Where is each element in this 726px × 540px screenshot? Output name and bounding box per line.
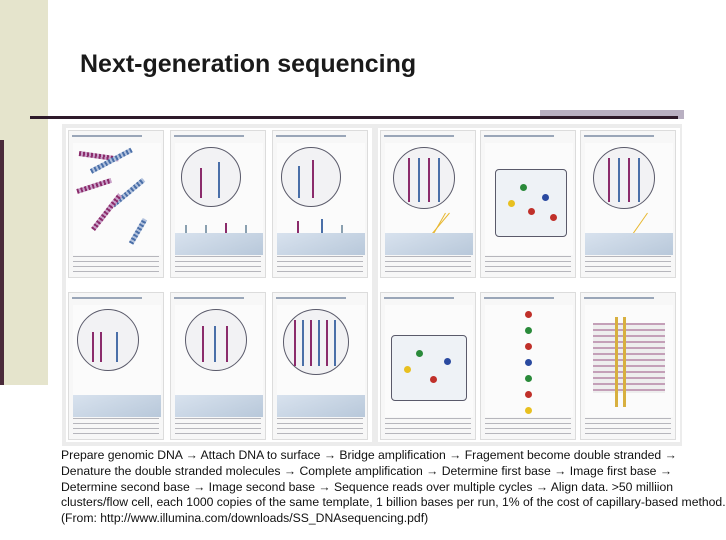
title-rule bbox=[30, 116, 678, 119]
body-line-4: clusters/flow cell, each 1000 copies of … bbox=[61, 495, 726, 510]
figure-left-panels bbox=[66, 128, 372, 442]
panel-sequence-reads-multiple-cycles bbox=[480, 292, 576, 440]
magnified-view bbox=[185, 309, 247, 371]
panel-align-data bbox=[580, 292, 676, 440]
dna-fragment bbox=[128, 218, 148, 245]
flow-cell-surface bbox=[175, 395, 263, 417]
panel-bridge-amplification bbox=[272, 130, 368, 278]
flow-cell-surface bbox=[277, 395, 365, 417]
flow-cell-surface bbox=[585, 233, 673, 255]
body-line-3: Determine second base → Image second bas… bbox=[61, 479, 674, 494]
side-decoration-top bbox=[0, 0, 48, 117]
magnified-view bbox=[181, 147, 241, 207]
flow-cell-surface bbox=[175, 233, 263, 255]
figure-right-panels bbox=[378, 128, 680, 442]
body-line-5: (From: http://www.illumina.com/downloads… bbox=[61, 511, 429, 526]
magnified-view bbox=[393, 147, 455, 209]
magnified-view bbox=[77, 309, 139, 371]
aligned-reads bbox=[593, 323, 665, 393]
dna-fragment bbox=[91, 193, 123, 232]
body-line-1: Prepare genomic DNA → Attach DNA to surf… bbox=[61, 448, 677, 462]
flow-cell-surface bbox=[277, 233, 365, 255]
side-decoration-dark-line bbox=[0, 140, 4, 385]
dna-fragment bbox=[89, 147, 133, 174]
body-line-2: Denature the double stranded molecules →… bbox=[61, 463, 673, 478]
flow-cell-image bbox=[495, 169, 567, 237]
slide-body-text: Prepare genomic DNA → Attach DNA to surf… bbox=[61, 448, 726, 527]
panel-attach-dna-to-surface bbox=[170, 130, 266, 278]
slide-title: Next-generation sequencing bbox=[80, 50, 417, 78]
panel-complete-amplification bbox=[272, 292, 368, 440]
side-decoration-bottom bbox=[0, 117, 48, 385]
panel-determine-second-base bbox=[580, 130, 676, 278]
panel-fragments-double-stranded bbox=[68, 292, 164, 440]
magnified-view bbox=[593, 147, 655, 209]
dna-fragment bbox=[76, 177, 113, 194]
panel-image-second-base bbox=[380, 292, 476, 440]
flow-cell-image bbox=[391, 335, 467, 401]
panel-prepare-genomic-dna bbox=[68, 130, 164, 278]
panel-image-first-base bbox=[480, 130, 576, 278]
magnified-view bbox=[281, 147, 341, 207]
panel-denature-double-stranded bbox=[170, 292, 266, 440]
flow-cell-surface bbox=[73, 395, 161, 417]
flow-cell-surface bbox=[385, 233, 473, 255]
panel-determine-first-base bbox=[380, 130, 476, 278]
magnified-view bbox=[283, 309, 349, 375]
title-rule-accent bbox=[540, 110, 684, 119]
